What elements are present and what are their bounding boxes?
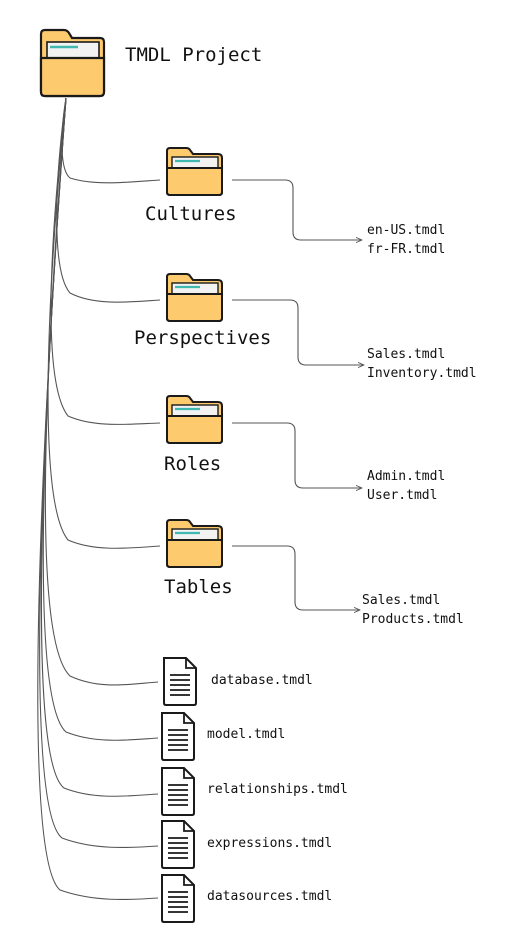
document-label-database: database.tmdl	[211, 673, 313, 688]
document-label-expressions: expressions.tmdl	[207, 836, 333, 851]
connector-root-model	[42, 97, 159, 741]
folder-icon	[166, 519, 223, 568]
folder-label-tables: Tables	[164, 576, 233, 598]
connector-root-datasources	[37, 97, 159, 901]
file-list-perspectives: Sales.tmdl Inventory.tmdl	[367, 345, 477, 383]
connector-root-cultures	[61, 97, 161, 184]
folder-icon	[166, 273, 223, 322]
document-label-relationships: relationships.tmdl	[207, 782, 348, 797]
folder-label-cultures: Cultures	[145, 203, 237, 225]
file-label: Inventory.tmdl	[367, 366, 477, 381]
file-label: User.tmdl	[367, 488, 438, 503]
root-folder-label: TMDL Project	[125, 44, 263, 66]
document-icon	[161, 767, 195, 816]
folder-label-roles: Roles	[164, 453, 222, 475]
file-label: Sales.tmdl	[362, 593, 441, 608]
document-icon	[163, 657, 197, 706]
document-icon	[161, 874, 195, 923]
folder-icon	[166, 395, 223, 444]
connector-root-perspectives	[56, 97, 161, 303]
connector-perspectives-files	[232, 299, 364, 365]
folder-icon	[166, 147, 223, 196]
connector-root-tables	[47, 97, 161, 549]
connector-cultures-files	[232, 179, 362, 240]
connector-root-roles	[50, 97, 161, 425]
connector-roles-files	[232, 422, 362, 488]
connector-root-database	[44, 97, 159, 686]
file-list-cultures: en-US.tmdl fr-FR.tmdl	[367, 221, 445, 259]
connector-tables-files	[232, 545, 360, 610]
file-label: Sales.tmdl	[367, 347, 446, 362]
document-icon	[161, 820, 195, 869]
file-list-roles: Admin.tmdl User.tmdl	[367, 467, 445, 505]
file-label: fr-FR.tmdl	[367, 242, 446, 257]
document-label-datasources: datasources.tmdl	[207, 889, 333, 904]
file-label: en-US.tmdl	[367, 223, 446, 238]
file-label: Admin.tmdl	[367, 469, 446, 484]
folder-icon	[39, 28, 106, 98]
document-icon	[161, 712, 195, 761]
folder-label-perspectives: Perspectives	[134, 327, 272, 349]
file-list-tables: Sales.tmdl Products.tmdl	[362, 591, 464, 629]
file-label: Products.tmdl	[362, 612, 464, 627]
document-label-model: model.tmdl	[207, 727, 286, 742]
